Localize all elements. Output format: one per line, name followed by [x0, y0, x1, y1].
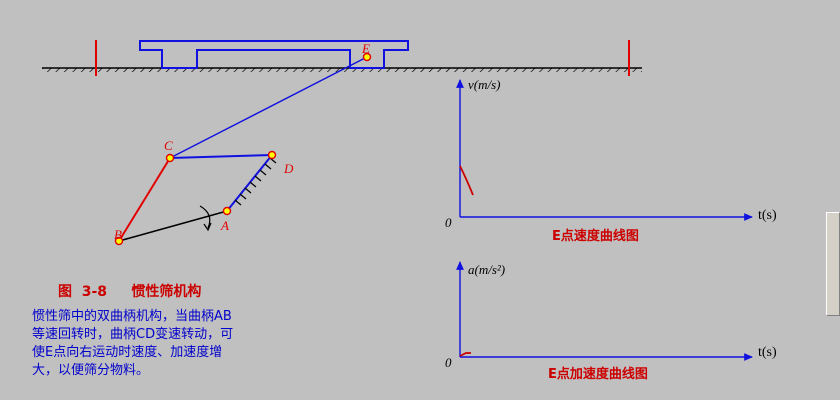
- label-c: C: [164, 138, 173, 153]
- acceleration-curve: [459, 352, 471, 357]
- description-line-3: 使E点向右运动时速度、加速度增: [32, 344, 222, 360]
- joint-a: [222, 206, 232, 216]
- link-bc: [118, 157, 171, 242]
- acceleration-origin: 0: [445, 355, 452, 370]
- velocity-origin: 0: [445, 215, 452, 230]
- sieve-body: [139, 40, 409, 69]
- acceleration-y-label: a(m/s²): [468, 262, 505, 277]
- fixed-pivot-hatch: [234, 157, 277, 206]
- velocity-curve: [459, 165, 474, 196]
- velocity-x-label: t(s): [758, 208, 777, 223]
- label-e: E: [361, 41, 370, 56]
- label-d: D: [283, 161, 294, 176]
- acceleration-graph: a(m/s²) t(s) 0 E点加速度曲线图: [445, 261, 777, 382]
- joint-e: [362, 52, 372, 62]
- link-cd: [169, 154, 273, 159]
- description-line-4: 大，以便筛分物料。: [32, 363, 149, 378]
- acceleration-x-label: t(s): [758, 345, 777, 360]
- velocity-graph: v(m/s) t(s) 0 E点速度曲线图: [445, 77, 777, 244]
- joint-d: [267, 150, 277, 160]
- rotation-arrow: [199, 205, 211, 229]
- rotation-arrow-head: [203, 222, 212, 232]
- link-ad: [226, 154, 273, 212]
- label-a: A: [220, 218, 229, 233]
- vertical-scrollbar-thumb[interactable]: [826, 212, 840, 316]
- description-line-1: 惯性筛中的双曲柄机构，当曲柄AB: [32, 308, 232, 324]
- acceleration-title: E点加速度曲线图: [548, 366, 648, 382]
- joint-c: [165, 153, 175, 163]
- link-ce: [169, 56, 368, 159]
- description-line-2: 等速回转时，曲柄CD变速转动，可: [32, 326, 233, 342]
- figure-caption: 图 3-8 惯性筛机构: [58, 283, 201, 300]
- velocity-y-label: v(m/s): [468, 77, 501, 92]
- velocity-title: E点速度曲线图: [552, 228, 639, 244]
- label-b: B: [114, 227, 122, 242]
- joint-b: [114, 236, 124, 246]
